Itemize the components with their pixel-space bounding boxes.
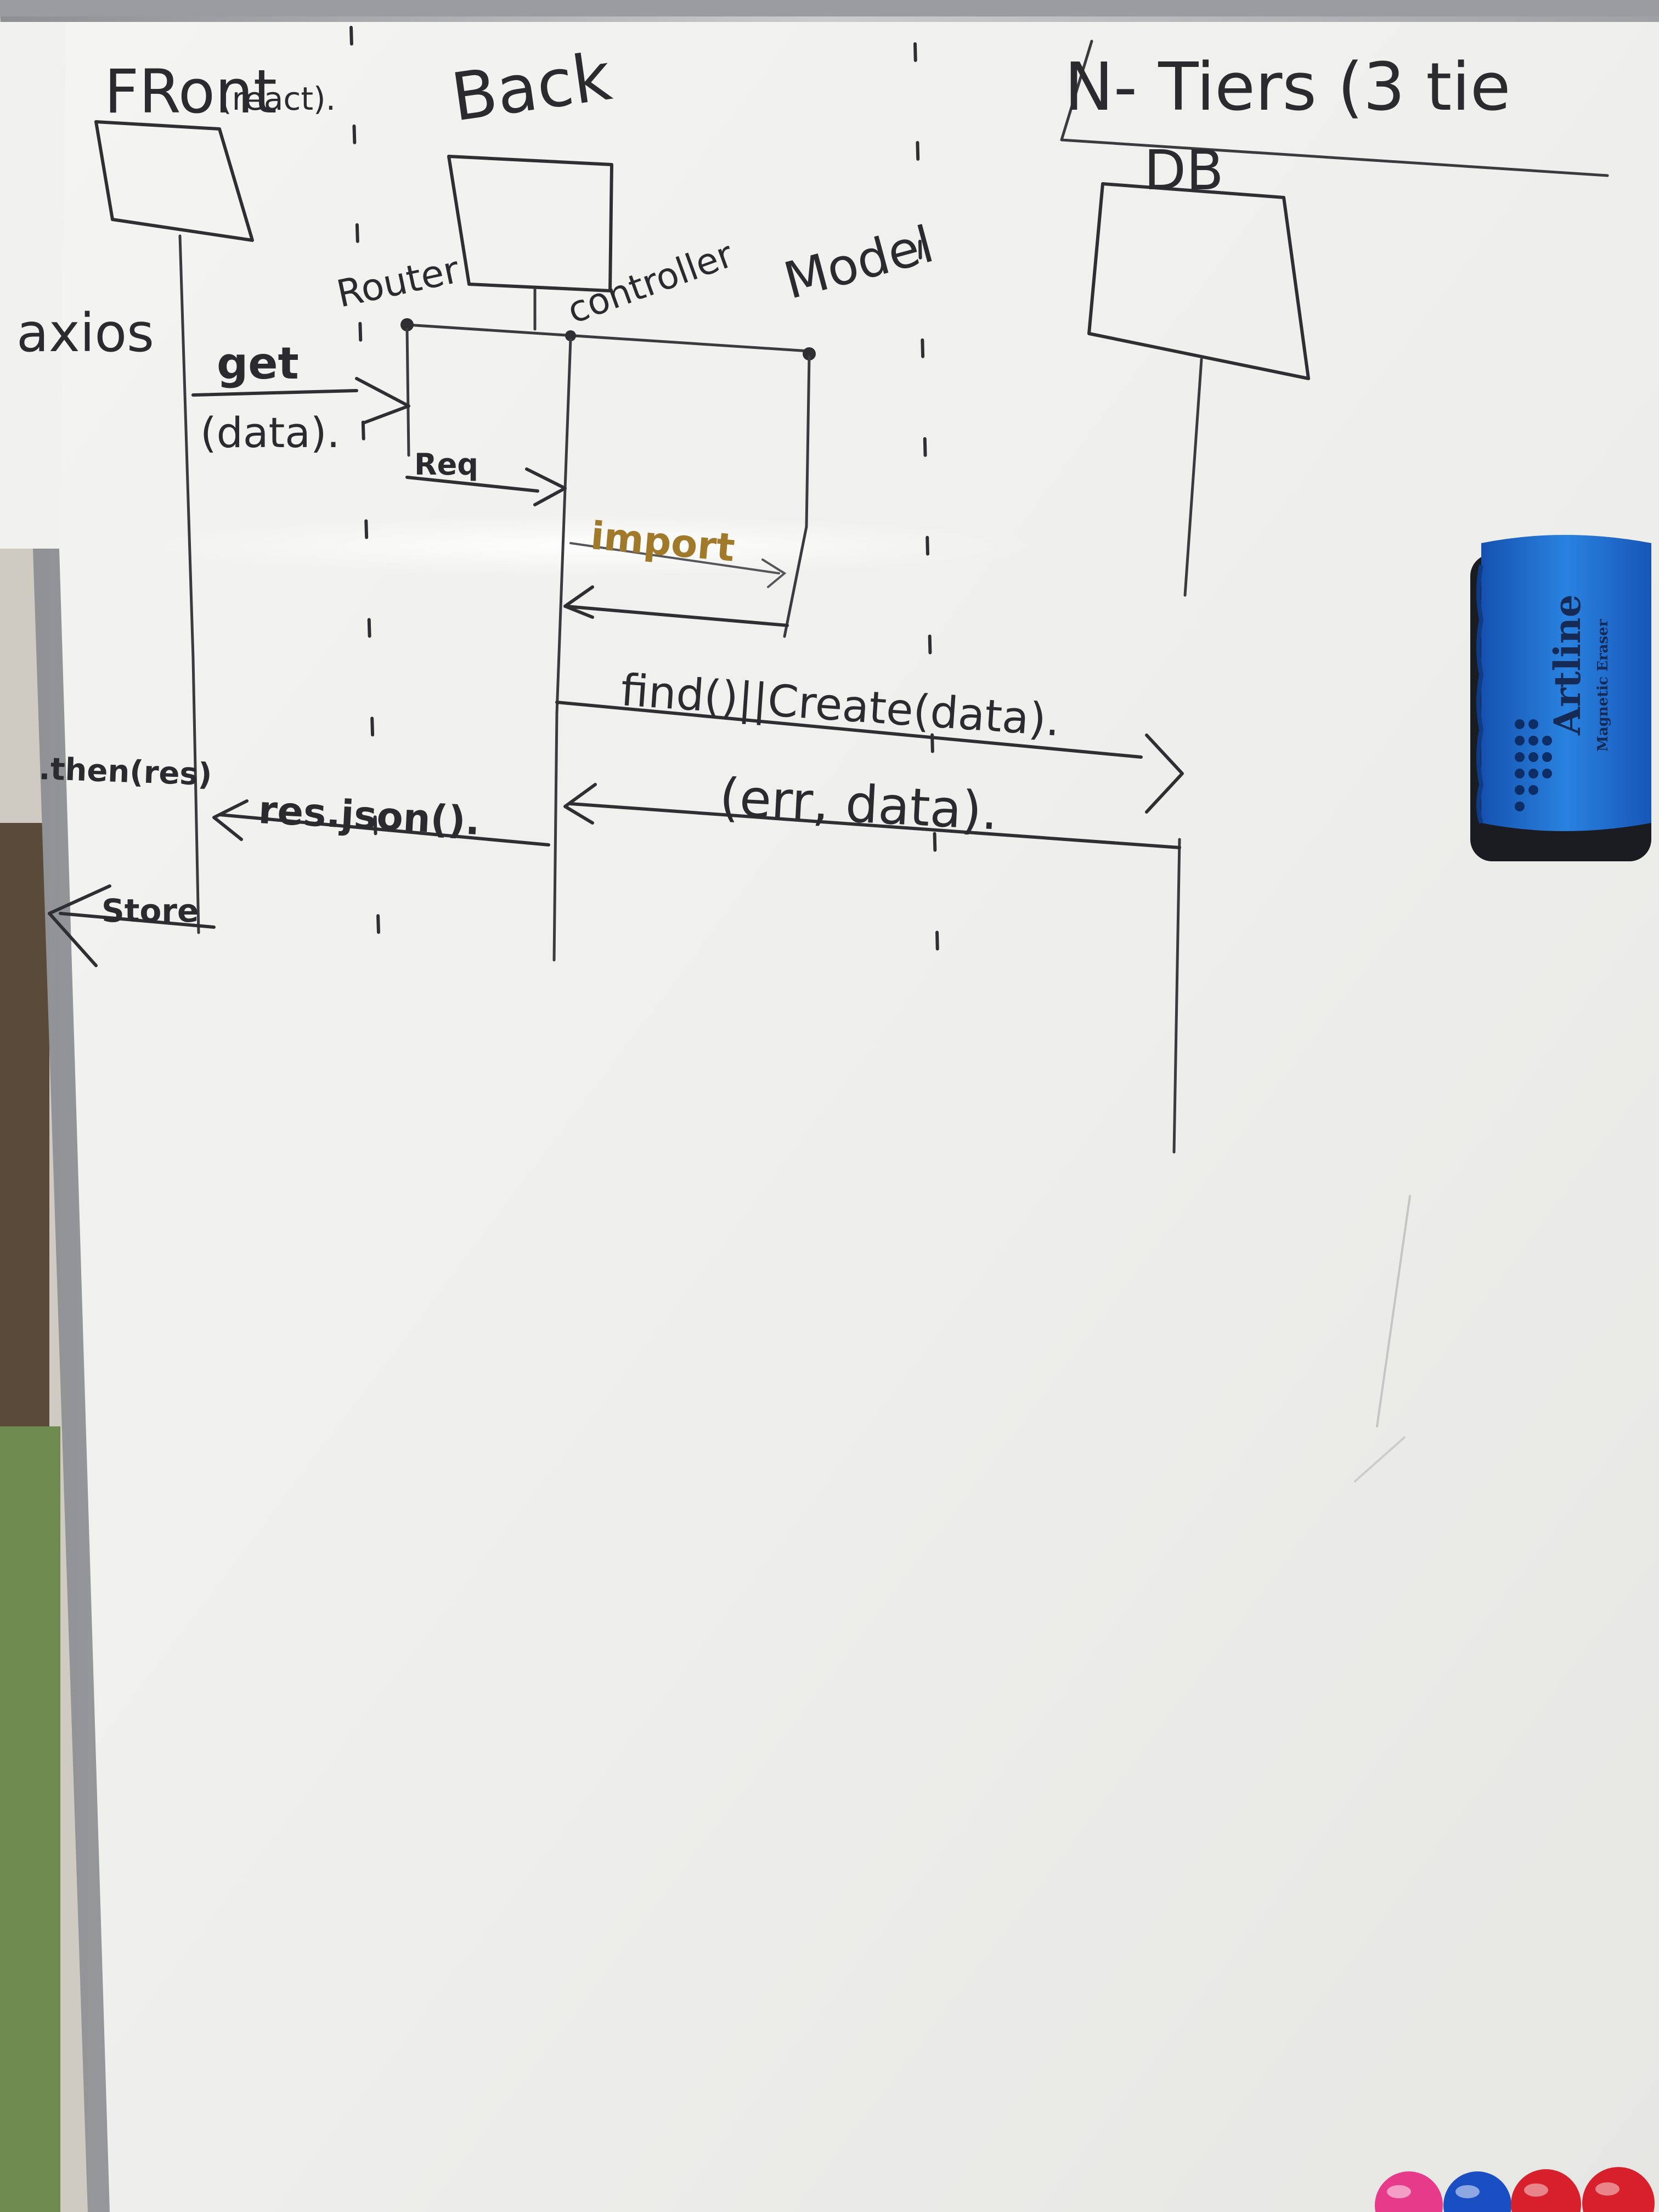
store-label: Store [101,892,199,929]
board-title: N- Tiers (3 tie [1064,49,1511,126]
red-magnet-1[interactable] [1511,2169,1581,2212]
router-lifeline [405,328,410,457]
wooden-cabinet [0,823,49,1426]
eraser-dot-pattern [1515,719,1552,811]
data-label: (data). [200,408,340,457]
json-return-line [218,813,550,847]
title-bracket [1060,40,1609,177]
model-dot [803,347,816,360]
front-sub-label: (react). [219,80,336,117]
err-data-label: (err, data). [718,768,1000,842]
front-lifeline [178,234,200,934]
eraser-wave-edge [1476,565,1484,824]
magnets [1375,2167,1655,2212]
get-label: get [217,338,299,389]
req-label: Req [414,447,478,482]
faint-mark-2 [1354,1436,1406,1482]
whiteboard-surface-left [0,22,66,549]
import-return-line [563,605,789,627]
req-arrow-line [405,476,539,493]
import-arrowhead [761,558,787,588]
err-return-head [563,783,597,825]
db-box [1087,182,1310,380]
controller-lifeline [552,337,572,962]
then-label: .then(res) [38,751,213,793]
err-return-line [569,802,1181,849]
db-lifeline-top [1183,358,1203,597]
req-arrowhead [525,467,567,506]
green-chair [0,1426,60,2212]
get-arrowhead [355,377,410,424]
back-box [447,155,613,292]
store-arrow-line [59,912,216,929]
store-arrowhead [48,884,111,967]
import-return-head [563,585,594,619]
get-arrow-line [191,389,358,397]
faint-mark-1 [1376,1195,1411,1427]
front-box [94,120,254,242]
axios-label: axios [16,302,154,364]
json-return-head [212,799,249,841]
find-arrowhead [1145,733,1184,814]
db-lifeline-bottom [1172,838,1181,1154]
import-arrow-line [569,542,780,574]
model-lifeline [783,355,811,638]
red-magnet-2[interactable] [1582,2167,1655,2212]
front-label: FRont [104,57,277,127]
controller-dot [565,330,576,341]
db-label: DB [1144,138,1224,202]
top-frame [0,0,1659,16]
find-arrow-line [555,701,1143,759]
component-bar [405,323,811,353]
router-dot [400,318,414,331]
eraser-brand: Artline [1546,594,1589,736]
eraser-sub: Magnetic Eraser [1595,619,1611,752]
magnetic-eraser[interactable]: Artline Magnetic Eraser [1470,535,1651,861]
